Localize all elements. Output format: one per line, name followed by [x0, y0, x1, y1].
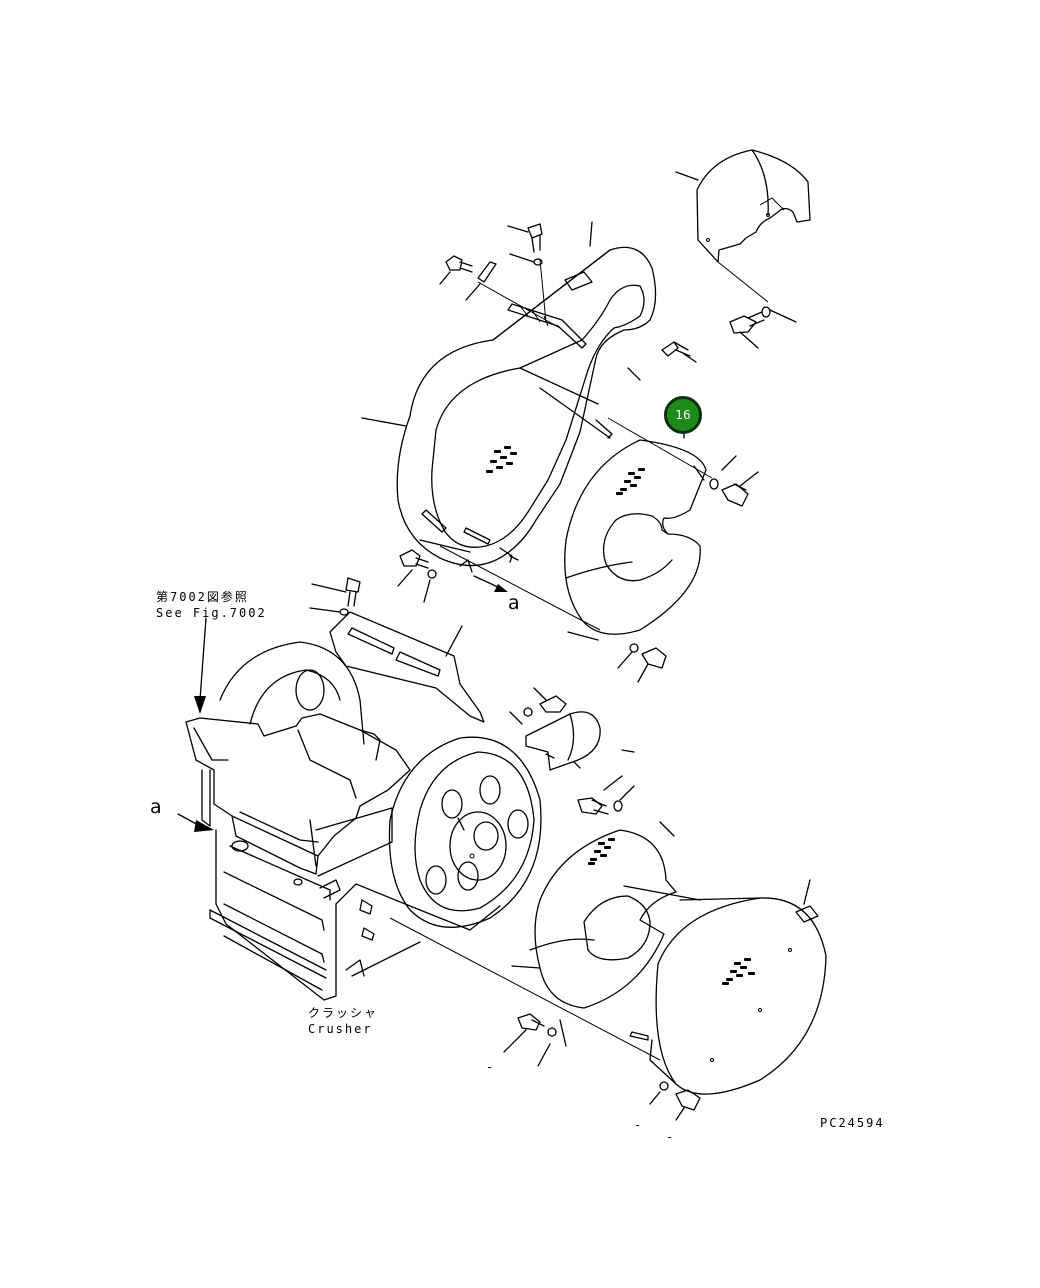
vent-slots-lower	[588, 838, 615, 865]
lower-split-disk-cover	[511, 821, 677, 1009]
upper-split-disk-cover	[439, 417, 713, 641]
bolt-washer-mid	[617, 643, 667, 683]
upper-belt-cover	[361, 221, 657, 567]
bolt-upper-mid	[661, 341, 697, 363]
view-a-arrow	[177, 813, 214, 832]
bolt-group-mid-left	[397, 549, 508, 603]
bolt-washer-crusher-top	[509, 687, 567, 725]
dash-mark-1: -	[486, 1060, 496, 1074]
bolt-washer-right-disk	[709, 455, 759, 507]
bolt-washer-bottom-right	[649, 1081, 701, 1121]
cylinder-guard	[389, 879, 827, 1095]
view-marker-upper: a	[508, 592, 520, 614]
see-fig-jp-label: 第7002図参照	[156, 590, 249, 604]
bolt-group-top-left	[439, 223, 543, 301]
bolt-washer-group-top-right	[729, 306, 797, 349]
crusher-jp-label: クラッシャ	[308, 1006, 379, 1020]
strap-bracket-top	[477, 259, 587, 349]
vent-slots-right	[616, 468, 645, 495]
crusher-small-side-cover	[525, 711, 635, 771]
see-fig-en-label: See Fig.7002	[156, 606, 267, 620]
dash-mark-3: -	[666, 1130, 676, 1144]
view-marker-lower: a	[150, 796, 162, 818]
vent-slots-upper	[486, 446, 517, 473]
part-code-label: PC24594	[820, 1116, 885, 1130]
callout-16-badge[interactable]: 16	[664, 396, 702, 434]
dash-mark-2: -	[634, 1118, 644, 1132]
fig-reference-arrow	[194, 617, 207, 714]
crusher-top-cover-plate	[309, 577, 485, 723]
vent-slots-cylinder	[722, 958, 755, 985]
crusher-assembly	[185, 641, 542, 1001]
crusher-en-label: Crusher	[308, 1022, 373, 1036]
bolt-washer-bottom-left	[503, 1013, 567, 1067]
bolt-washer-lower-disk	[577, 775, 635, 815]
top-hood-cover	[675, 149, 811, 303]
